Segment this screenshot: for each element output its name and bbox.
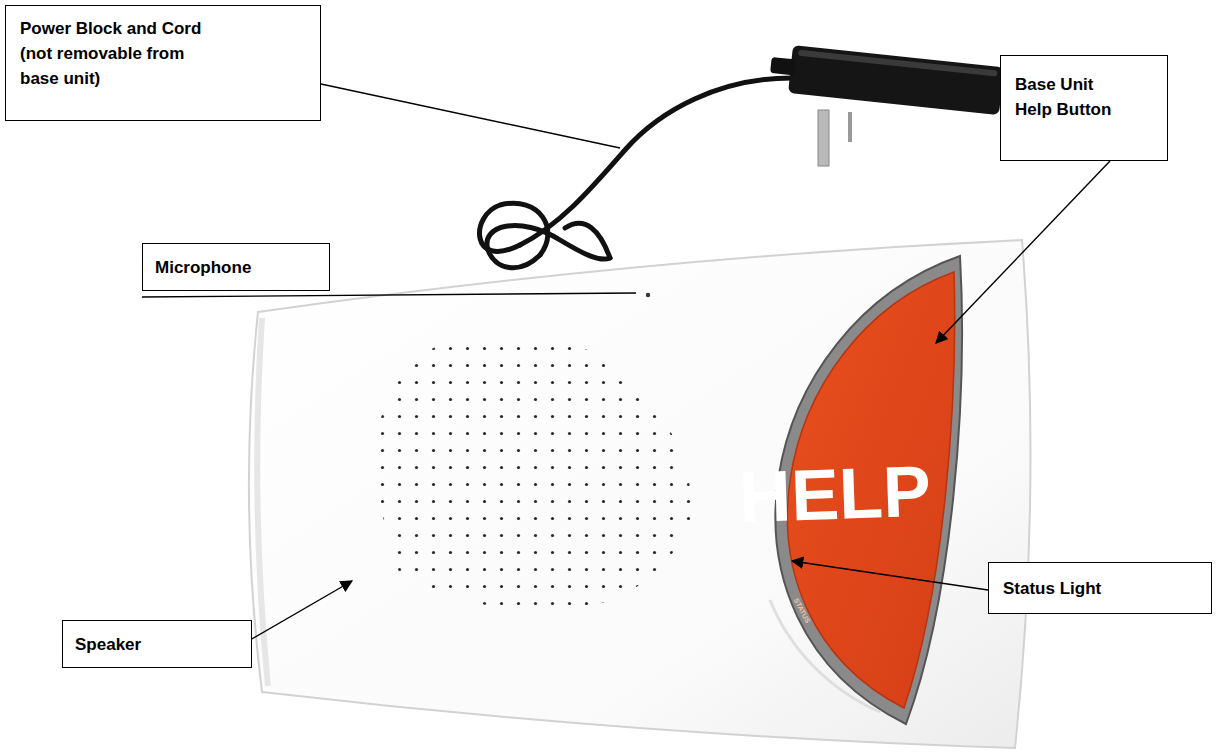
callout-box: Speaker bbox=[62, 620, 252, 668]
plug-prong bbox=[818, 110, 829, 166]
cord-segment bbox=[520, 78, 792, 245]
speaker-grille bbox=[360, 320, 710, 630]
callout-box: Power Block and Cord (not removable from… bbox=[5, 5, 321, 121]
leader-line bbox=[250, 581, 352, 640]
callout-label: Power Block and Cord (not removable from… bbox=[20, 16, 220, 91]
power-block-case bbox=[788, 45, 1004, 115]
cord-strain-relief bbox=[770, 57, 796, 75]
callout-label: Microphone bbox=[155, 255, 315, 280]
cord-loop bbox=[487, 226, 610, 268]
status-text: STATUS bbox=[788, 589, 817, 632]
leader-line bbox=[792, 561, 988, 590]
cord-loop bbox=[565, 223, 610, 258]
microphone-hole bbox=[646, 293, 650, 297]
callout-label: Speaker bbox=[75, 632, 235, 657]
power-block-highlight bbox=[798, 50, 998, 77]
callout-label: Status Light bbox=[1003, 576, 1193, 601]
leader-line bbox=[321, 84, 620, 148]
callout-box: Base Unit Help Button bbox=[1000, 55, 1168, 161]
plug-prong bbox=[848, 112, 852, 142]
callout-box: Status Light bbox=[988, 562, 1212, 614]
base-unit-body bbox=[249, 240, 1031, 748]
power-cord bbox=[480, 78, 792, 268]
callout-label: Base Unit Help Button bbox=[1015, 72, 1127, 122]
callout-box: Microphone bbox=[142, 243, 330, 291]
button-text: HELP bbox=[719, 448, 952, 540]
leader-line bbox=[142, 293, 636, 297]
leader-line bbox=[936, 161, 1110, 343]
status-light-ring bbox=[770, 600, 880, 712]
leader-lines bbox=[142, 84, 1110, 640]
power-block bbox=[768, 43, 1004, 115]
